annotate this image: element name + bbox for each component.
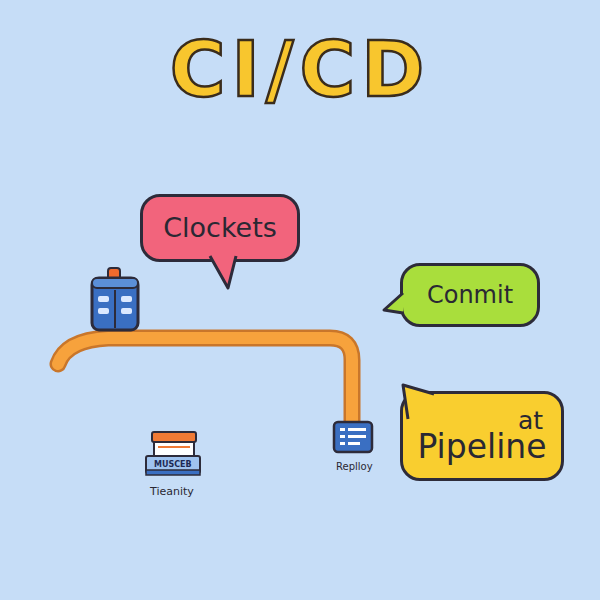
repo-icon (92, 268, 138, 330)
icon-label: Tieanity (150, 485, 194, 498)
bubble-text: Clockets (163, 213, 277, 243)
pipe-outline (58, 338, 352, 426)
pipe (58, 338, 352, 426)
icon-label: Replloy (336, 461, 373, 472)
bubble-text: Pipeline (417, 429, 546, 465)
title: CI/CD (0, 28, 600, 112)
bubble-text: Conmit (427, 282, 513, 308)
speech-bubble: Conmit (400, 263, 540, 327)
speech-bubble: atPipeline (400, 391, 564, 481)
speech-bubble: Clockets (140, 194, 300, 262)
build-icon (146, 432, 200, 475)
server-icon (334, 422, 372, 452)
icon-text: MUSCEB (154, 460, 192, 469)
